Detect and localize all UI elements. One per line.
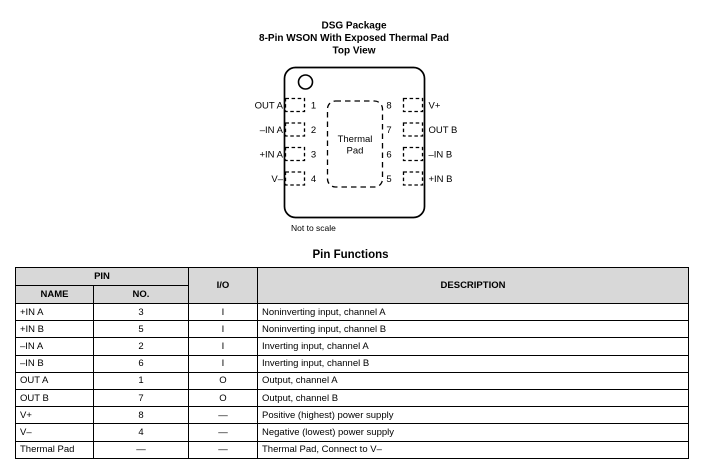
pin-description-cell: Thermal Pad, Connect to V– [257, 440, 689, 459]
pin-number-label: 2 [311, 125, 316, 136]
table-title: Pin Functions [312, 249, 389, 261]
pin-no-cell: — [93, 440, 189, 459]
pin-name-label: OUT A [255, 101, 284, 112]
pin-pad [402, 122, 424, 137]
table-row: +IN A 3 I Noninverting input, channel A [15, 302, 689, 322]
diagram-title-line-2: 8-Pin WSON With Exposed Thermal Pad [259, 33, 449, 44]
pin-no-cell: 8 [93, 406, 189, 425]
diagram-title-line-1: DSG Package [321, 21, 386, 32]
pin-description-cell: Output, channel A [257, 371, 689, 390]
package-diagram: DSG Package 8-Pin WSON With Exposed Ther… [255, 21, 458, 234]
table-header: PIN I/O DESCRIPTION NAME NO. [15, 267, 689, 304]
pin-no-cell: 2 [93, 337, 189, 356]
table-row: +IN B 5 I Noninverting input, channel B [15, 320, 689, 339]
pin-number-label: 6 [386, 150, 391, 161]
pin-name-label: V+ [429, 101, 441, 112]
table-row: –IN B 6 I Inverting input, channel B [15, 354, 689, 373]
table-row: OUT B 7 O Output, channel B [15, 388, 689, 408]
pin-pad [284, 122, 306, 137]
pin-io-cell: — [188, 440, 258, 459]
pin-name-label: +IN A [260, 150, 284, 161]
pin-pad [402, 97, 424, 113]
pin-number-label: 4 [311, 174, 316, 185]
pin-no-cell: 3 [93, 302, 189, 322]
pin-name-cell: +IN A [15, 302, 94, 322]
table-row: V– 4 — Negative (lowest) power supply [15, 423, 689, 442]
header-io: I/O [188, 267, 258, 304]
pin-number-label: 7 [386, 125, 391, 136]
header-name: NAME [15, 285, 94, 304]
pin-no-cell: 1 [93, 371, 189, 390]
pin-pad [402, 146, 424, 162]
pin-number-label: 8 [386, 101, 391, 112]
pin-description-cell: Positive (highest) power supply [257, 406, 689, 425]
pin-number-label: 1 [311, 101, 316, 112]
pin-name-label: V– [271, 174, 283, 185]
pin-pad [284, 146, 306, 162]
pin-io-cell: I [188, 302, 258, 322]
pin-pad [284, 171, 306, 186]
pin-no-cell: 4 [93, 423, 189, 442]
thermal-pad-label-line-2: Pad [347, 146, 364, 157]
pin-description-cell: Inverting input, channel A [257, 337, 689, 356]
pin-no-cell: 7 [93, 388, 189, 408]
pin-io-cell: I [188, 320, 258, 339]
pin-pad [284, 97, 306, 113]
pin-io-cell: I [188, 354, 258, 373]
not-to-scale-note: Not to scale [291, 223, 336, 233]
pin-name-label: –IN A [260, 125, 284, 136]
pin-name-cell: OUT B [15, 388, 94, 408]
pin-functions-table: PIN I/O DESCRIPTION NAME NO. +IN A 3 I N… [15, 267, 689, 459]
pin-io-cell: — [188, 406, 258, 425]
table-row: –IN A 2 I Inverting input, channel A [15, 337, 689, 356]
pin-no-cell: 6 [93, 354, 189, 373]
pin1-indicator-circle [297, 74, 314, 90]
pin-description-cell: Inverting input, channel B [257, 354, 689, 373]
pin-number-label: 5 [386, 174, 391, 185]
table-row: Thermal Pad — — Thermal Pad, Connect to … [15, 440, 689, 459]
pin-name-label: OUT B [429, 125, 458, 136]
pin-name-cell: –IN A [15, 337, 94, 356]
pin-name-cell: +IN B [15, 320, 94, 339]
header-description: DESCRIPTION [257, 267, 689, 304]
pin-description-cell: Noninverting input, channel A [257, 302, 689, 322]
pin-name-label: –IN B [429, 150, 453, 161]
pin-io-cell: O [188, 388, 258, 408]
header-pin-group: PIN [15, 267, 189, 286]
pin-io-cell: O [188, 371, 258, 390]
pin-no-cell: 5 [93, 320, 189, 339]
pin-pad [402, 171, 424, 186]
pin-name-cell: OUT A [15, 371, 94, 390]
pin-name-label: +IN B [429, 174, 453, 185]
table-header-row-1: PIN I/O DESCRIPTION [15, 267, 689, 304]
pin-name-cell: –IN B [15, 354, 94, 373]
pin-name-cell: V– [15, 423, 94, 442]
pin-description-cell: Noninverting input, channel B [257, 320, 689, 339]
table-row: OUT A 1 O Output, channel A [15, 371, 689, 390]
thermal-pad-label-line-1: Thermal [338, 134, 373, 145]
pin-io-cell: — [188, 423, 258, 442]
thermal-pad-outline [326, 100, 384, 188]
diagram-title-line-3: Top View [333, 46, 376, 57]
pin-name-cell: Thermal Pad [15, 440, 94, 459]
pin-number-label: 3 [311, 150, 316, 161]
header-no: NO. [93, 285, 189, 304]
pin-description-cell: Negative (lowest) power supply [257, 423, 689, 442]
pin-description-cell: Output, channel B [257, 388, 689, 408]
pin-io-cell: I [188, 337, 258, 356]
package-body-outline [283, 66, 426, 219]
pin-name-cell: V+ [15, 406, 94, 425]
table-row: V+ 8 — Positive (highest) power supply [15, 406, 689, 425]
